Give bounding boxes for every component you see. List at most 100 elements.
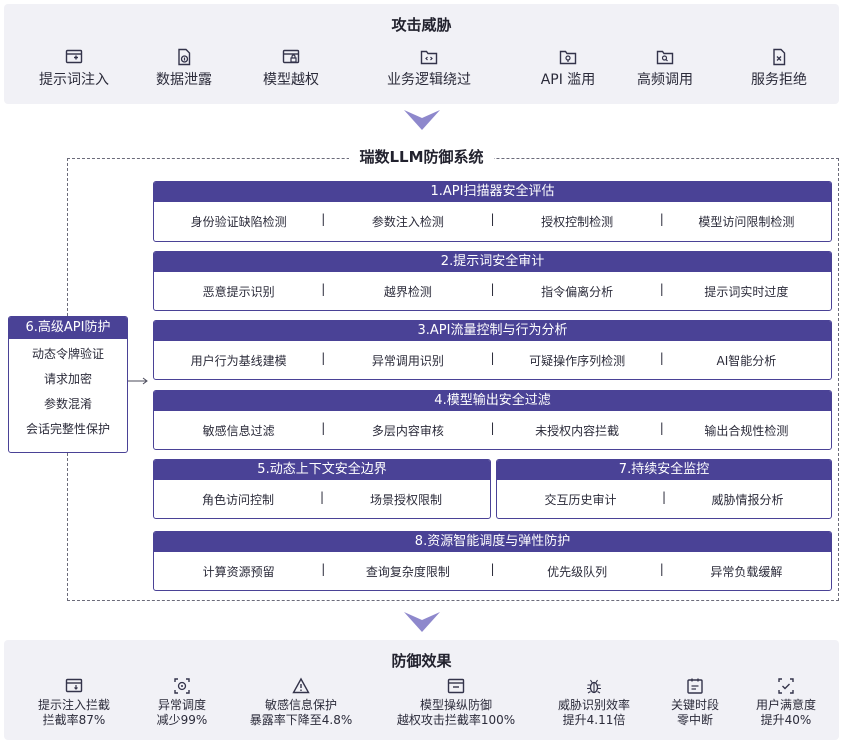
threat-label: 提示词注入 <box>39 72 109 88</box>
window-download-icon <box>65 678 83 693</box>
module-output-filter: 4.模型输出安全过滤 敏感信息过滤 多层内容审核 未授权内容拦截 输出合规性检测 <box>153 390 832 450</box>
effect-panel-title: 防御效果 <box>391 652 452 670</box>
module-item: 敏感信息过滤 <box>202 423 275 438</box>
effect-line2: 提升40% <box>760 713 812 727</box>
threat-item-high-frequency: 高频调用 <box>605 48 725 89</box>
folder-code-icon <box>420 50 438 65</box>
module-continuous-monitoring: 7.持续安全监控 交互历史审计 威胁情报分析 <box>496 459 832 519</box>
effect-line2: 零中断 <box>676 713 713 727</box>
module-item: 越界检测 <box>321 282 492 300</box>
effect-line2: 拦截率87% <box>42 713 106 727</box>
advanced-api-protection-box: 6.高级API防护 动态令牌验证 请求加密 参数混淆 会话完整性保护 <box>8 316 128 453</box>
module-item: 指令偏离分析 <box>490 282 662 300</box>
module-api-scanner: 1.API扫描器安全评估 身份验证缺陷检测 参数注入检测 授权控制检测 模型访问… <box>153 181 832 242</box>
effect-line1: 敏感信息保护 <box>264 698 337 712</box>
module-item: 用户行为基线建模 <box>190 353 287 368</box>
folder-search-icon <box>656 50 674 65</box>
folder-pin-icon <box>559 50 577 65</box>
warning-icon <box>292 677 310 694</box>
effect-line1: 威胁识别效率 <box>557 698 630 712</box>
threat-label: 模型越权 <box>263 72 319 88</box>
module-item: 异常调用识别 <box>321 351 492 369</box>
module-title: 5.动态上下文安全边界 <box>154 460 490 480</box>
threat-panel: 攻击威胁 提示词注入 数据泄露 模型越权 业务逻辑绕过 API 滥用 高频调用 … <box>4 4 839 104</box>
side-box-item: 请求加密 <box>43 372 92 386</box>
threat-label: 服务拒绝 <box>751 72 807 88</box>
module-title: 3.API流量控制与行为分析 <box>154 321 831 341</box>
effect-panel: 防御效果 提示注入拦截 拦截率87% 异常调度 减少99% 敏感信息保护 暴露率… <box>4 640 839 740</box>
effect-line1: 关键时段 <box>670 698 719 712</box>
module-items: 敏感信息过滤 多层内容审核 未授权内容拦截 输出合规性检测 <box>154 411 831 449</box>
module-item: AI智能分析 <box>660 351 831 369</box>
threat-item-denial-of-service: 服务拒绝 <box>719 48 839 89</box>
module-prompt-audit: 2.提示词安全审计 恶意提示识别 越界检测 指令偏离分析 提示词实时过度 <box>153 251 832 311</box>
effect-item-critical-period: 关键时段 零中断 <box>620 677 770 728</box>
threat-item-api-abuse: API 滥用 <box>508 48 628 89</box>
module-item: 提示词实时过度 <box>660 282 831 300</box>
file-x-icon <box>773 48 786 66</box>
effect-item-threat-detection: 威胁识别效率 提升4.11倍 <box>519 677 669 728</box>
module-items: 计算资源预留 查询复杂度限制 优先级队列 异常负载缓解 <box>154 552 831 590</box>
effect-list: 提示注入拦截 拦截率87% 异常调度 减少99% 敏感信息保护 暴露率下降至4.… <box>4 677 839 737</box>
side-box-item: 参数混淆 <box>43 397 92 411</box>
threat-label: 业务逻辑绕过 <box>387 72 471 88</box>
window-minus-icon <box>447 678 465 694</box>
down-arrow-icon <box>404 612 440 632</box>
window-lock-icon <box>282 49 300 64</box>
threat-item-logic-bypass: 业务逻辑绕过 <box>369 48 489 89</box>
threat-label: 高频调用 <box>637 72 693 88</box>
module-title: 8.资源智能调度与弹性防护 <box>154 532 831 552</box>
module-item: 模型访问限制检测 <box>660 212 831 230</box>
module-item: 计算资源预留 <box>202 564 275 579</box>
defense-system-title: 瑞数LLM防御系统 <box>349 148 494 166</box>
effect-line2: 提升4.11倍 <box>562 713 626 727</box>
module-item: 恶意提示识别 <box>202 284 275 299</box>
module-item: 可疑操作序列检测 <box>490 351 662 369</box>
module-items: 用户行为基线建模 异常调用识别 可疑操作序列检测 AI智能分析 <box>154 341 831 379</box>
module-item: 未授权内容拦截 <box>490 421 662 439</box>
effect-item-abnormal-scheduling: 异常调度 减少99% <box>107 677 257 728</box>
effect-line2: 越权攻击拦截率100% <box>396 713 516 727</box>
effect-item-user-satisfaction: 用户满意度 提升40% <box>711 677 843 728</box>
down-arrow-icon <box>404 110 440 130</box>
threat-label: API 滥用 <box>540 72 596 88</box>
module-items: 身份验证缺陷检测 参数注入检测 授权控制检测 模型访问限制检测 <box>154 202 831 241</box>
side-box-item: 会话完整性保护 <box>25 422 110 436</box>
effect-line1: 用户满意度 <box>755 698 816 712</box>
side-box-item: 动态令牌验证 <box>31 347 104 361</box>
module-item: 身份验证缺陷检测 <box>190 215 287 229</box>
shield-check-icon <box>778 678 794 694</box>
threat-label: 数据泄露 <box>156 72 212 88</box>
module-item: 优先级队列 <box>490 562 662 580</box>
effect-item-sensitive-info: 敏感信息保护 暴露率下降至4.8% <box>226 677 376 728</box>
module-resource-scheduling: 8.资源智能调度与弹性防护 计算资源预留 查询复杂度限制 优先级队列 异常负载缓… <box>153 531 832 591</box>
module-item: 输出合规性检测 <box>660 421 831 439</box>
threat-item-data-leak: 数据泄露 <box>124 48 244 89</box>
defense-system-title-wrap: 瑞数LLM防御系统 <box>0 146 843 167</box>
effect-item-model-manipulation: 模型操纵防御 越权攻击拦截率100% <box>381 677 531 728</box>
threat-item-prompt-injection: 提示词注入 <box>14 48 134 89</box>
module-item: 场景授权限制 <box>320 490 490 508</box>
module-title: 2.提示词安全审计 <box>154 252 831 272</box>
module-item: 授权控制检测 <box>490 212 662 230</box>
module-title: 4.模型输出安全过滤 <box>154 391 831 411</box>
module-traffic-control: 3.API流量控制与行为分析 用户行为基线建模 异常调用识别 可疑操作序列检测 … <box>153 320 832 380</box>
file-upload-icon <box>178 48 191 66</box>
module-item: 威胁情报分析 <box>662 490 831 508</box>
threat-item-model-overreach: 模型越权 <box>231 48 351 89</box>
target-scan-icon <box>174 678 190 694</box>
module-items: 恶意提示识别 越界检测 指令偏离分析 提示词实时过度 <box>154 272 831 310</box>
module-title: 7.持续安全监控 <box>497 460 831 480</box>
effect-item-prompt-injection: 提示注入拦截 拦截率87% <box>0 677 149 728</box>
side-box-title: 6.高级API防护 <box>9 317 127 339</box>
bug-icon <box>587 679 601 694</box>
effect-line1: 异常调度 <box>157 698 206 712</box>
module-items: 交互历史审计 威胁情报分析 <box>497 480 831 518</box>
threat-panel-title: 攻击威胁 <box>391 16 452 34</box>
effect-line2: 暴露率下降至4.8% <box>249 713 353 727</box>
side-arrow-icon <box>128 377 148 385</box>
calendar-icon <box>687 678 703 694</box>
module-item: 交互历史审计 <box>544 492 617 507</box>
effect-line1: 提示注入拦截 <box>37 698 110 712</box>
module-item: 多层内容审核 <box>321 421 492 439</box>
